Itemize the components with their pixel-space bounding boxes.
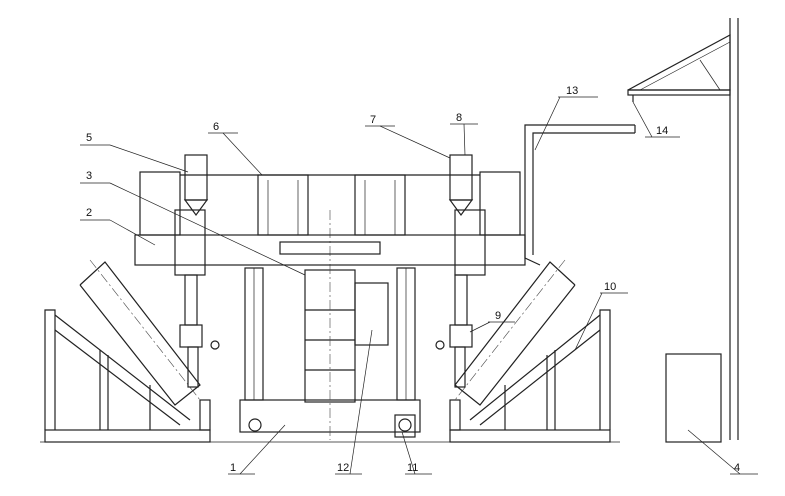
left-welding-head bbox=[174, 154, 220, 388]
label-14: 14 bbox=[656, 125, 668, 137]
label-12: 12 bbox=[337, 462, 349, 474]
label-13: 13 bbox=[566, 85, 578, 97]
right-welding-head bbox=[435, 154, 486, 388]
pipe bbox=[524, 124, 635, 266]
wall-and-canopy bbox=[627, 18, 739, 440]
label-9: 9 bbox=[495, 310, 501, 322]
leader-lines bbox=[80, 96, 758, 475]
left-positioner bbox=[44, 259, 211, 443]
label-3: 3 bbox=[86, 170, 92, 182]
label-8: 8 bbox=[456, 112, 462, 124]
control-cabinet bbox=[665, 353, 722, 443]
gantry-base bbox=[239, 210, 421, 440]
crossbeam bbox=[134, 171, 526, 266]
label-6: 6 bbox=[213, 121, 219, 133]
label-11: 11 bbox=[407, 462, 418, 474]
label-7: 7 bbox=[370, 114, 376, 126]
label-5: 5 bbox=[86, 132, 92, 144]
label-2: 2 bbox=[86, 207, 92, 219]
label-10: 10 bbox=[604, 281, 616, 293]
label-4: 4 bbox=[734, 462, 740, 474]
label-1: 1 bbox=[230, 462, 236, 474]
right-positioner bbox=[449, 259, 611, 443]
